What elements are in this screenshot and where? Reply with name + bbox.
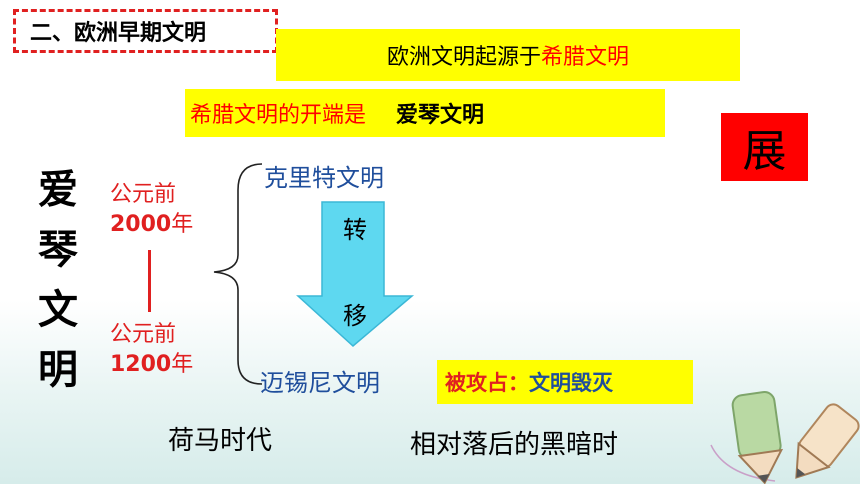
conquered-prefix: 被攻占： [445,371,529,395]
date-start-unit: 年 [171,212,194,237]
shift-char: 转 [343,216,367,244]
date-end: 公元前 1200年 [110,320,193,380]
aegean-char: 明 [38,347,78,393]
start-answer: 爱琴文明 [396,103,485,128]
date-start-label: 公元前 [110,182,177,207]
shift-char: 移 [343,302,367,330]
mycenae-civilization: 迈锡尼文明 [260,369,380,397]
start-prefix: 希腊文明的开端是 [190,103,367,128]
expand-button[interactable]: 展 [721,113,808,181]
section-title: 二、欧洲早期文明 [13,9,278,53]
date-end-label: 公元前 [110,322,177,347]
start-box: 希腊文明的开端是 爱琴文明 [185,89,665,137]
origin-prefix: 欧洲文明起源于 [386,45,541,70]
homer-age: 荷马时代 [168,426,273,456]
date-end-unit: 年 [171,352,194,377]
conquered-box: 被攻占：文明毁灭 [437,360,693,404]
date-end-year: 1200 [110,352,172,377]
aegean-char: 琴 [38,227,78,273]
timeline-line [148,250,151,312]
section-title-text: 二、欧洲早期文明 [30,21,207,46]
date-start-year: 2000 [110,212,172,237]
date-start: 公元前 2000年 [110,180,193,240]
origin-highlight: 希腊文明 [541,45,630,70]
dark-age: 相对落后的黑暗时 [410,430,619,460]
brace-icon [213,163,263,385]
aegean-char: 爱 [38,167,78,213]
aegean-vertical-title: 爱 琴 文 明 [28,160,88,400]
aegean-char: 文 [38,287,78,333]
origin-box: 欧洲文明起源于希腊文明 [276,29,740,81]
down-arrow-icon [296,201,415,347]
crete-civilization: 克里特文明 [264,164,384,192]
conquered-result: 文明毁灭 [529,371,613,395]
pencils-icon [710,391,860,484]
